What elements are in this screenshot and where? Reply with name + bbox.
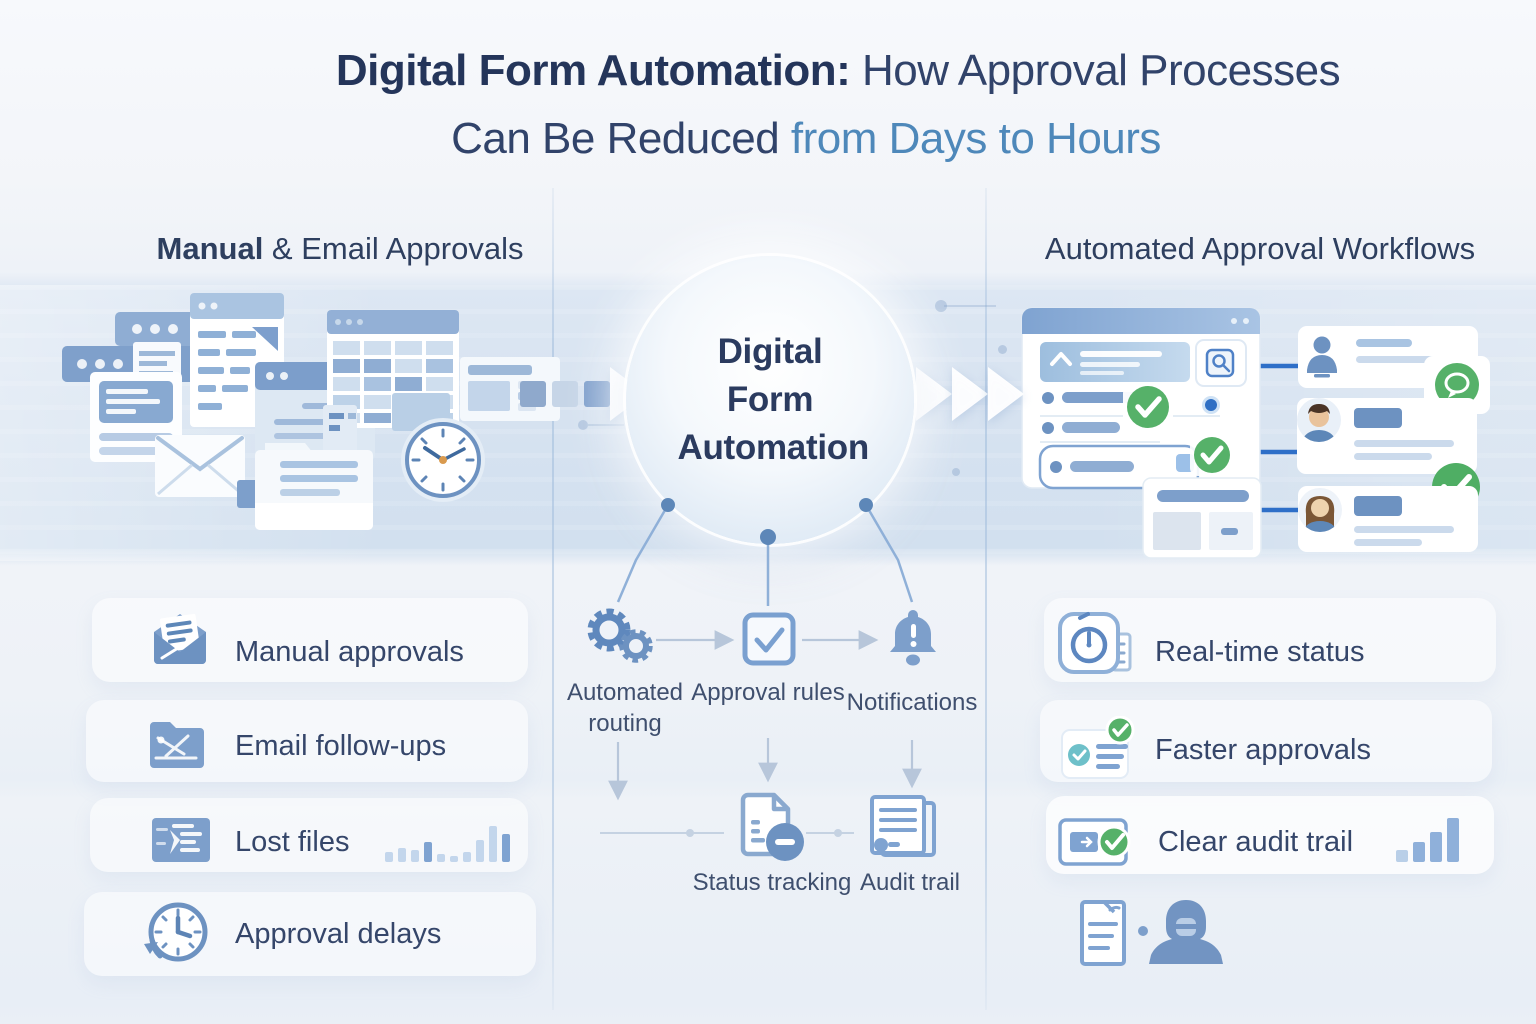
decor-dot bbox=[952, 468, 960, 476]
node-label-automated-routing: Automated routing bbox=[566, 679, 684, 737]
left-list-label-lost-files: Lost files bbox=[235, 826, 350, 858]
mini-bar-chart-decoration bbox=[1396, 814, 1459, 862]
checkbox-icon bbox=[742, 612, 796, 666]
manual-paperwork-illustration bbox=[62, 293, 560, 530]
column-divider-right bbox=[985, 188, 987, 1010]
decor-dot bbox=[998, 345, 1007, 354]
clock-delay-icon bbox=[144, 902, 208, 962]
audit-card-icon bbox=[1058, 818, 1131, 866]
left-list-label-email-follow-ups: Email follow-ups bbox=[235, 730, 447, 762]
node-label-status-tracking: Status tracking bbox=[692, 869, 852, 896]
gears-icon bbox=[587, 608, 653, 663]
right-flow-arrow-icon bbox=[916, 367, 952, 421]
left-column-heading: Manual & Email Approvals bbox=[90, 231, 590, 267]
column-divider-left bbox=[552, 188, 554, 1010]
heading-regular: & Email Approvals bbox=[263, 231, 524, 266]
decor-line bbox=[588, 424, 624, 426]
title-regular-part: Can Be Reduced bbox=[451, 114, 791, 163]
heading-bold: Manual bbox=[156, 231, 264, 266]
title-regular-part: How Approval Processes bbox=[850, 46, 1341, 95]
arrow-tail-segment bbox=[520, 381, 546, 407]
right-flow-arrow-icon bbox=[952, 367, 988, 421]
status-document-icon bbox=[740, 792, 804, 861]
person-icon bbox=[1149, 900, 1223, 964]
left-list-label-approval-delays: Approval delays bbox=[235, 918, 442, 950]
email-folder-icon bbox=[150, 722, 204, 768]
automated-workflow-illustration bbox=[1021, 307, 1490, 559]
right-column-heading: Automated Approval Workflows bbox=[1044, 231, 1476, 266]
audit-pages-icon bbox=[870, 795, 936, 857]
document-icon bbox=[1080, 900, 1126, 966]
right-flow-arrow-icon bbox=[988, 367, 1024, 421]
bell-icon bbox=[890, 610, 936, 666]
node-label-notifications: Notifications bbox=[846, 689, 978, 716]
node-label-approval-rules: Approval rules bbox=[691, 679, 845, 706]
node-label-audit-trail: Audit trail bbox=[859, 869, 961, 896]
page-title-line1: Digital Form Automation: How Approval Pr… bbox=[70, 46, 1536, 96]
left-list-label-manual-approvals: Manual approvals bbox=[235, 636, 464, 668]
right-list-label-clear-audit-trail: Clear audit trail bbox=[1158, 826, 1354, 858]
flow-connector-lines bbox=[600, 498, 922, 837]
right-list-label-real-time-status: Real-time status bbox=[1155, 636, 1365, 668]
digital-form-automation-circle: Digital Form Automation bbox=[626, 256, 914, 544]
title-accent-part: from Days to Hours bbox=[790, 114, 1161, 163]
decor-line bbox=[944, 305, 996, 307]
arrow-tail-segment bbox=[552, 381, 578, 407]
approved-card-icon bbox=[1061, 716, 1135, 779]
mini-bar-chart-decoration bbox=[385, 818, 510, 862]
decor-dot bbox=[1138, 926, 1148, 936]
arrow-tail-segment bbox=[584, 381, 610, 407]
right-list-label-faster-approvals: Faster approvals bbox=[1155, 734, 1371, 766]
circle-label: Digital Form Automation bbox=[677, 331, 870, 468]
stopwatch-icon bbox=[1058, 612, 1132, 674]
lost-file-icon bbox=[152, 818, 210, 862]
page-title-line2: Can Be Reduced from Days to Hours bbox=[38, 114, 1536, 164]
title-bold-part: Digital Form Automation: bbox=[335, 46, 851, 95]
open-envelope-icon bbox=[154, 613, 206, 664]
decor-dot bbox=[578, 420, 588, 430]
decor-dot bbox=[935, 300, 947, 312]
